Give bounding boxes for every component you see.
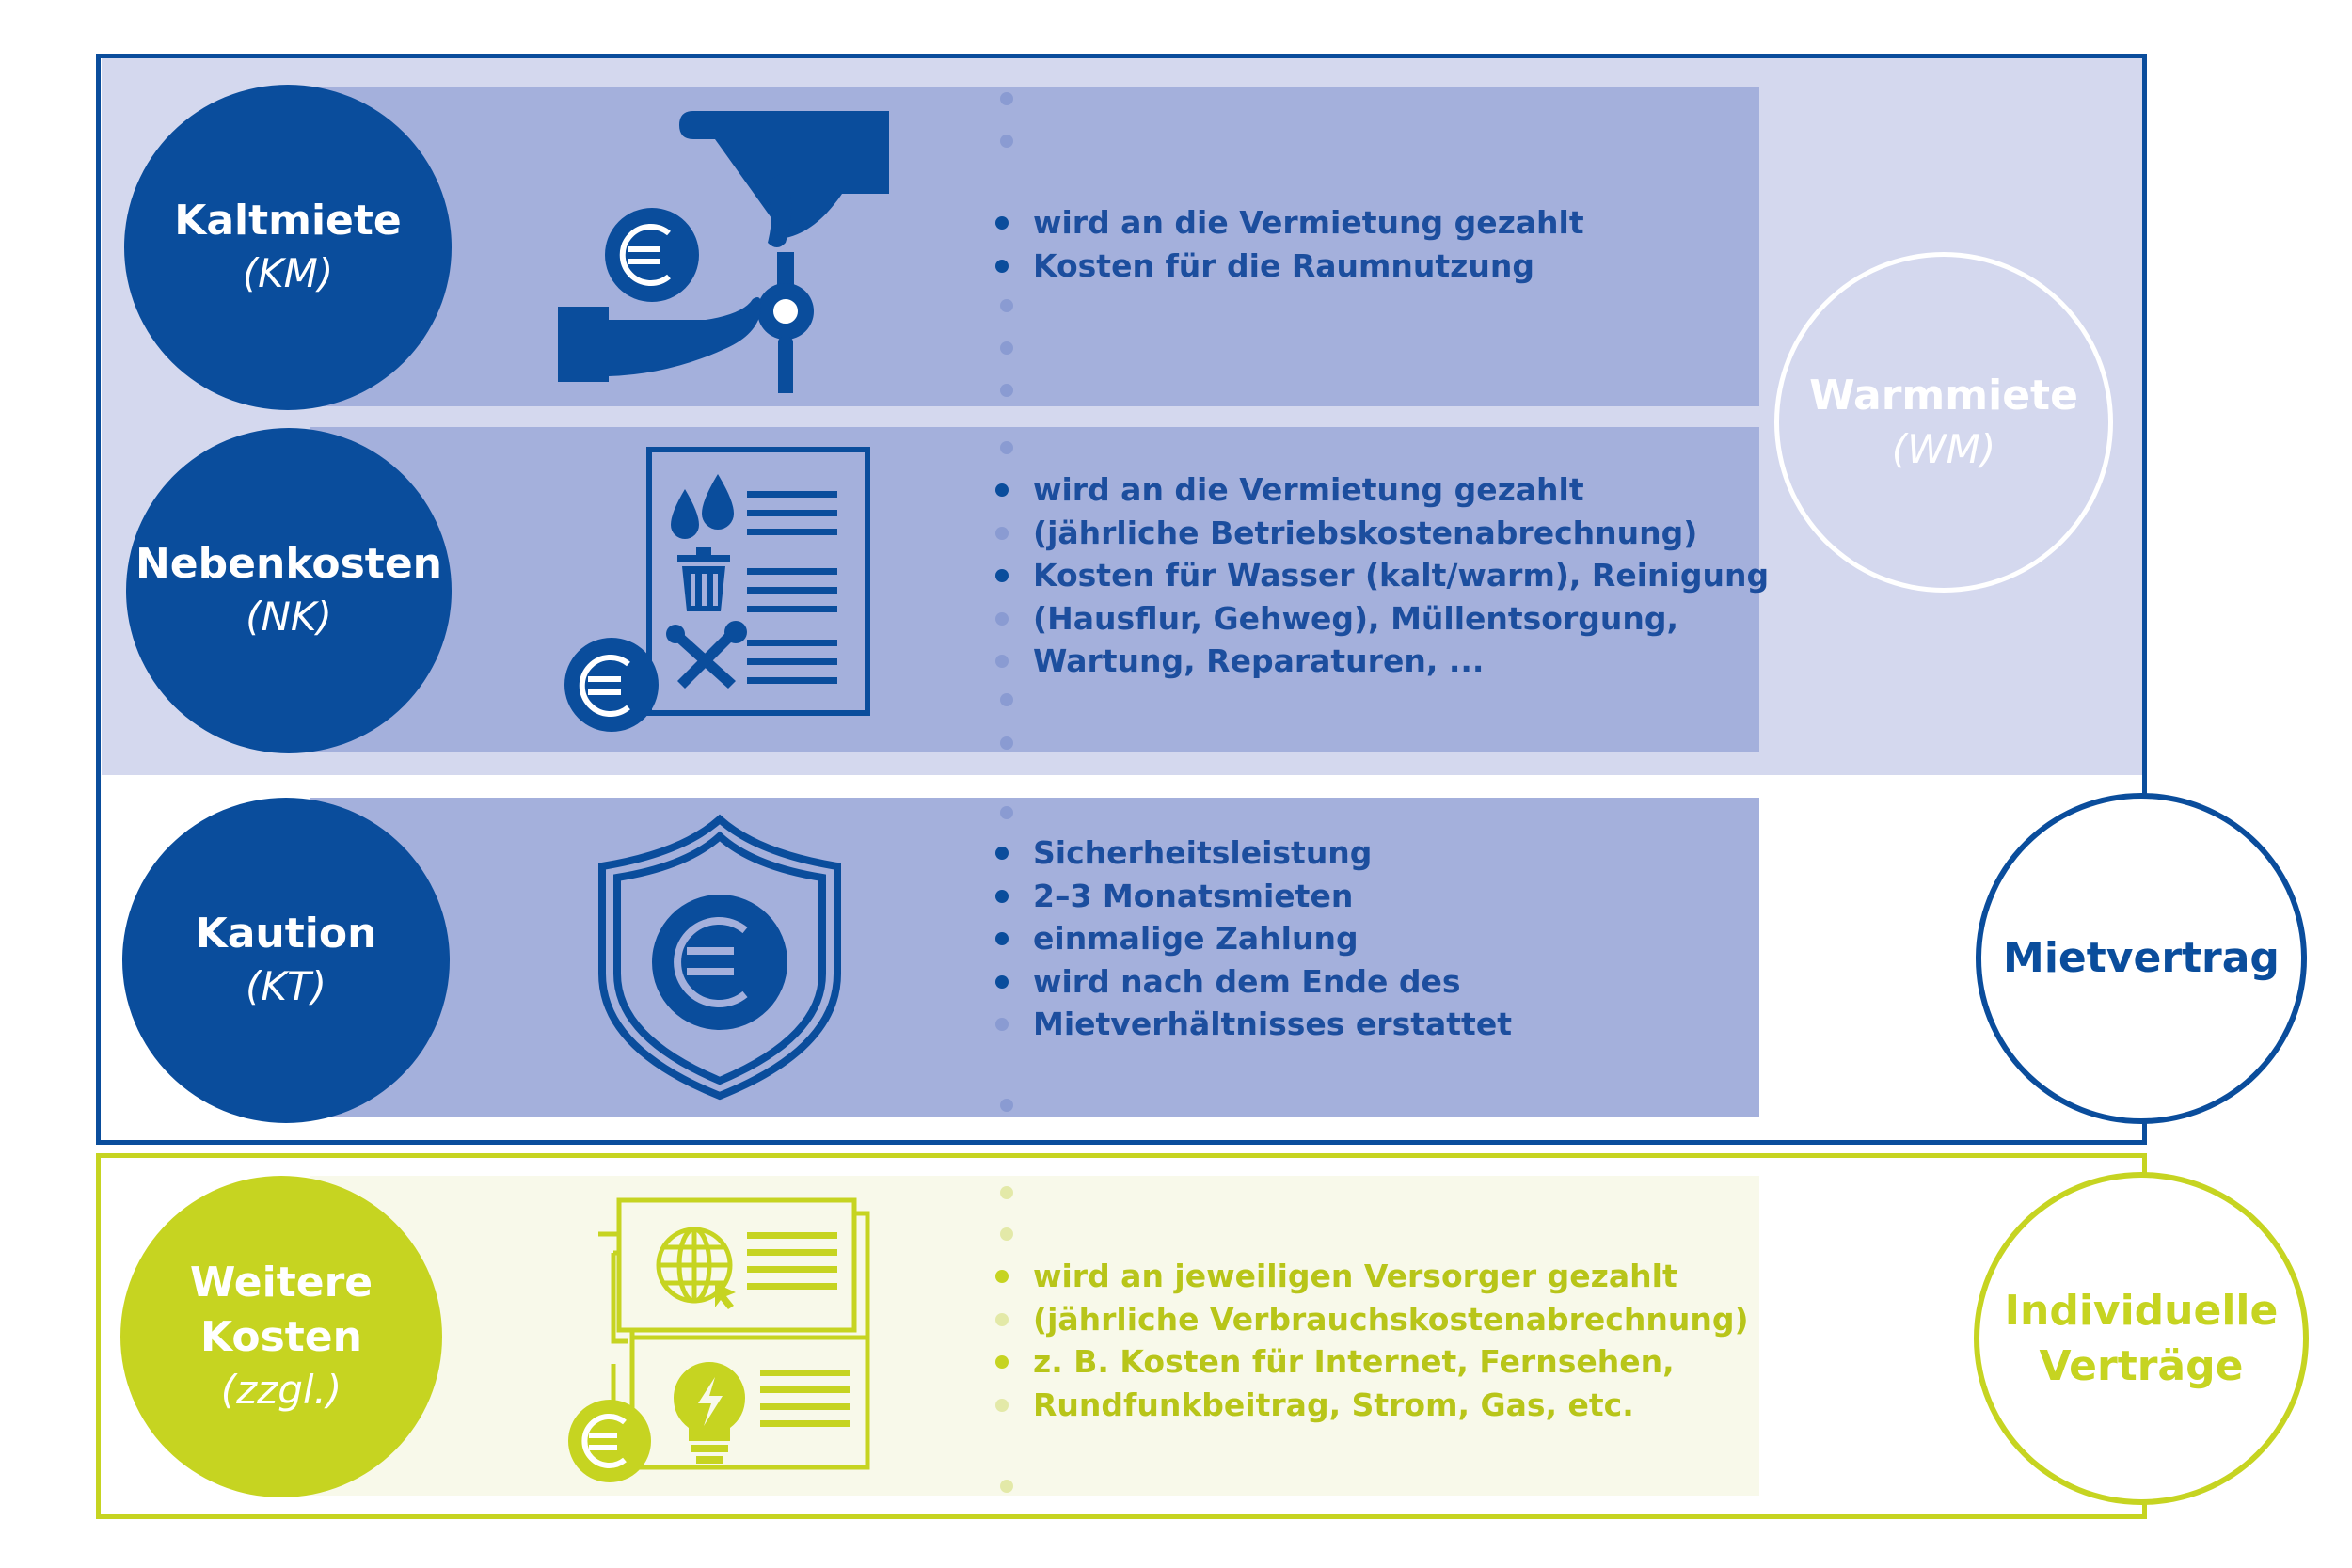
- weitere-kosten-title-line2: Kosten: [200, 1312, 362, 1361]
- warmmiete-abbr: (WM): [1891, 426, 1996, 473]
- list-item: Rundfunkbeitrag, Strom, Gas, etc.: [995, 1384, 1749, 1427]
- kaltmiete-band: [310, 87, 1759, 406]
- list-item: wird nach dem Ende des: [995, 960, 1512, 1004]
- list-item: wird an die Vermietung gezahlt: [995, 468, 1769, 512]
- mietvertrag-title: Mietvertrag: [2003, 934, 2280, 983]
- nebenkosten-abbr: (NK): [246, 594, 332, 641]
- list-item: Kosten für Wasser (kalt/warm), Reinigung: [995, 554, 1769, 597]
- utility-bill-document-icon: [564, 447, 870, 732]
- list-item: (Hausflur, Gehweg), Müllentsorgung,: [995, 597, 1769, 641]
- shield-euro-icon: [598, 814, 841, 1101]
- list-item: z. B. Kosten für Internet, Fernsehen,: [995, 1340, 1749, 1384]
- internet-electricity-bills-icon: [568, 1197, 870, 1482]
- kaltmiete-bullet-list: wird an die Vermietung gezahlt Kosten fü…: [995, 201, 1584, 287]
- kaution-circle: Kaution (KT): [122, 798, 450, 1123]
- nebenkosten-title: Nebenkosten: [135, 540, 443, 589]
- list-item: 2–3 Monatsmieten: [995, 875, 1512, 918]
- nebenkosten-circle: Nebenkosten (NK): [126, 428, 452, 753]
- list-item: Wartung, Reparaturen, ...: [995, 640, 1769, 683]
- mietvertrag-frame: [96, 54, 2147, 1145]
- weitere-kosten-title-line1: Weitere: [189, 1259, 373, 1307]
- kaution-bullet-list: Sicherheitsleistung 2–3 Monatsmieten ein…: [995, 832, 1512, 1046]
- warmmiete-ring: Warmmiete (WM): [1774, 252, 2113, 593]
- individuelle-vertraege-title-line2: Verträge: [2039, 1342, 2244, 1390]
- kaution-abbr: (KT): [246, 963, 326, 1010]
- list-item: wird an die Vermietung gezahlt: [995, 201, 1584, 245]
- hand-key-euro-icon: [558, 111, 889, 393]
- kaltmiete-abbr: (KM): [242, 250, 334, 297]
- weitere-kosten-band: [310, 1176, 1759, 1496]
- list-item: Kosten für die Raumnutzung: [995, 245, 1584, 288]
- kaution-band: [310, 798, 1759, 1117]
- dotted-separator: [1000, 92, 1013, 1493]
- kaltmiete-title: Kaltmiete: [174, 197, 402, 245]
- list-item: wird an jeweiligen Versorger gezahlt: [995, 1255, 1749, 1298]
- list-item: (jährliche Verbrauchskostenabrechnung): [995, 1298, 1749, 1341]
- list-item: Sicherheitsleistung: [995, 832, 1512, 875]
- nebenkosten-bullet-list: wird an die Vermietung gezahlt (jährlich…: [995, 468, 1769, 683]
- warmmiete-title: Warmmiete: [1809, 371, 2078, 420]
- individuelle-vertraege-title-line1: Individuelle: [2004, 1286, 2279, 1335]
- kaution-title: Kaution: [195, 910, 377, 958]
- list-item: (jährliche Betriebskostenabrechnung): [995, 512, 1769, 555]
- nebenkosten-band: [310, 427, 1759, 752]
- kaltmiete-circle: Kaltmiete (KM): [124, 85, 452, 410]
- individuelle-vertraege-ring: Individuelle Verträge: [1974, 1172, 2309, 1505]
- list-item: einmalige Zahlung: [995, 917, 1512, 960]
- list-item: Mietverhältnisses erstattet: [995, 1003, 1512, 1046]
- weitere-kosten-circle: Weitere Kosten (zzgl.): [120, 1176, 442, 1497]
- weitere-kosten-abbr: (zzgl.): [220, 1366, 342, 1413]
- mietvertrag-ring: Mietvertrag: [1976, 793, 2307, 1124]
- weitere-kosten-bullet-list: wird an jeweiligen Versorger gezahlt (jä…: [995, 1255, 1749, 1426]
